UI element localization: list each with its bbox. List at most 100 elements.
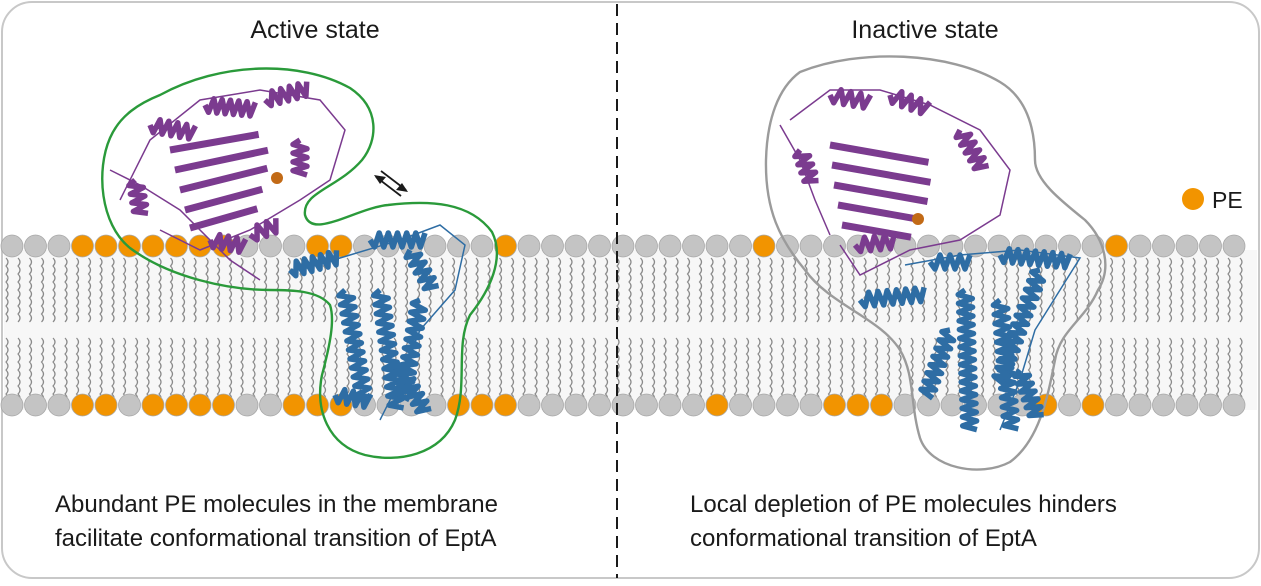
lipid-tail — [428, 337, 432, 403]
alpha-helix — [202, 96, 258, 119]
lipid-tail — [1109, 337, 1114, 403]
lipid-tail — [158, 337, 162, 403]
lipid-tail — [1168, 257, 1173, 323]
lipid-headgroup — [306, 234, 329, 258]
inactive-periplasmic-domain — [779, 87, 1011, 276]
lipid-tail — [733, 257, 738, 323]
lipid-tail — [522, 257, 526, 323]
lipid-tail — [122, 337, 127, 403]
active-protein-outline — [101, 67, 498, 459]
lipid-headgroup — [846, 393, 870, 417]
lipid-tail — [545, 337, 550, 403]
lipid-headgroup — [799, 234, 823, 258]
alpha-helix — [126, 177, 150, 217]
alpha-helix — [990, 297, 1021, 432]
pe-legend-dot — [1182, 188, 1204, 210]
lipid-tail — [557, 337, 562, 403]
beta-strand — [833, 181, 929, 205]
loop — [119, 89, 346, 251]
lipid-tail — [639, 337, 644, 403]
lipid-headgroup — [1128, 234, 1152, 258]
alpha-helix — [288, 249, 340, 279]
lipid-headgroup — [1152, 393, 1175, 417]
lipid-tail — [369, 337, 374, 403]
lipid-tail — [17, 257, 21, 323]
lipid-tail — [334, 257, 338, 323]
alpha-helix — [1012, 368, 1044, 419]
lipid-tail — [628, 257, 632, 323]
lipid-headgroup — [658, 393, 682, 417]
lipid-tail — [1074, 337, 1079, 403]
lipid-tail — [463, 257, 468, 323]
lipid-tail — [1098, 337, 1102, 403]
alpha-helix — [403, 248, 440, 292]
lipid-tail — [1051, 257, 1055, 323]
lipid-tail — [1156, 337, 1161, 403]
lipid-tail — [228, 257, 233, 323]
lipid-headgroup — [141, 393, 165, 417]
lipid-headgroup — [1199, 393, 1222, 417]
inactive-metal-ion — [912, 213, 924, 225]
lipid-headgroup — [682, 234, 705, 258]
lipid-tail — [252, 337, 256, 403]
lipid-tail — [275, 337, 280, 403]
alpha-helix — [367, 230, 428, 250]
lipid-tail — [263, 337, 268, 403]
lipid-headgroup — [705, 234, 729, 258]
active-state-caption: Abundant PE molecules in the membrane fa… — [55, 488, 498, 556]
beta-strand — [831, 161, 932, 186]
lipid-tail — [40, 337, 45, 403]
lipid-tail — [64, 337, 68, 403]
alpha-helix — [997, 246, 1073, 271]
lipid-tail — [827, 257, 832, 323]
lipid-headgroup — [541, 234, 564, 258]
lipid-tail — [1121, 337, 1126, 403]
lipid-tail — [910, 257, 914, 323]
lipid-tail — [592, 337, 597, 403]
lipid-headgroup — [588, 234, 611, 258]
lipid-tail — [651, 337, 656, 403]
lipid-tail — [475, 257, 479, 323]
lipid-tail — [1039, 337, 1043, 403]
lipid-tail — [992, 337, 996, 403]
lipid-headgroup — [306, 393, 329, 417]
lipid-tail — [440, 257, 444, 323]
beta-strand — [837, 201, 923, 224]
lipid-tail — [863, 337, 867, 403]
lipid-tail — [1015, 257, 1020, 323]
active-caption-line-1: Abundant PE molecules in the membrane — [55, 491, 498, 518]
inactive-state-caption: Local depletion of PE molecules hinders … — [690, 488, 1117, 556]
lipid-headgroup — [1222, 393, 1246, 417]
lipid-headgroup — [118, 393, 141, 417]
lipid-tail — [592, 257, 597, 323]
inactive-caption-line-2: conformational transition of EptA — [690, 525, 1037, 552]
lipid-headgroup — [964, 234, 987, 258]
lipid-tail — [522, 337, 526, 403]
lipid-tail — [357, 257, 362, 323]
lipid-tail — [17, 337, 21, 403]
alpha-helix — [927, 252, 973, 272]
lipid-tail — [181, 257, 186, 323]
inactive-transmembrane-domain — [857, 246, 1082, 433]
lipid-tail — [968, 257, 973, 323]
lipid-headgroup — [823, 234, 846, 258]
lipid-headgroup — [564, 234, 588, 258]
lipid-tail — [369, 257, 374, 323]
lipid-tail — [1109, 257, 1114, 323]
lipid-headgroup — [494, 393, 517, 417]
alpha-helix — [857, 285, 927, 310]
lipid-tail — [663, 337, 667, 403]
alpha-helix — [991, 267, 1047, 388]
lipid-tail — [1121, 257, 1126, 323]
lipid-headgroup — [24, 234, 47, 258]
lipid-tail — [769, 337, 773, 403]
alpha-helix — [953, 128, 990, 172]
lipid-tail — [675, 257, 679, 323]
lipid-headgroup — [682, 393, 705, 417]
beta-strand — [184, 185, 264, 214]
lipid-headgroup — [282, 234, 306, 258]
lipid-tail — [28, 337, 33, 403]
lipid-headgroup — [517, 234, 541, 258]
alpha-helix — [290, 137, 310, 178]
lipid-tail — [780, 257, 785, 323]
